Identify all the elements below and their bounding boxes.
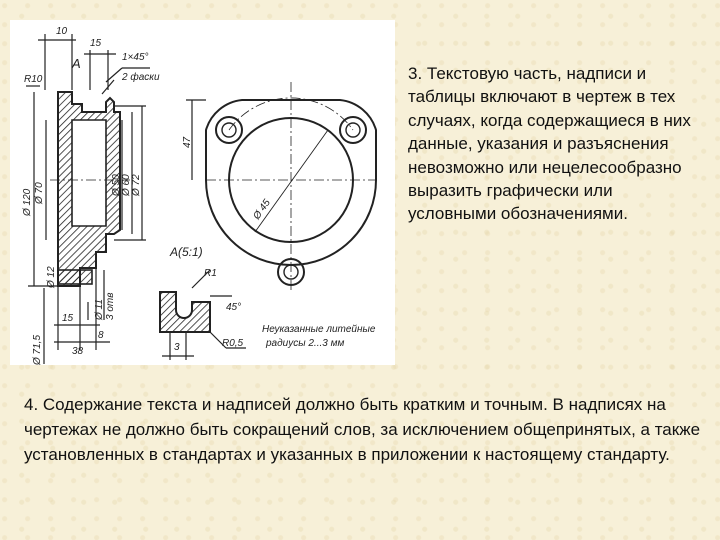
note-radius-line2: радиусы 2...3 мм: [265, 338, 344, 349]
text-point-4: 4. Содержание текста и надписей должно б…: [24, 395, 701, 464]
note-radius-line1: Неуказанные литейные: [262, 324, 376, 335]
label-view-a: A(5:1): [169, 245, 203, 259]
dim-d45: Ø 45: [251, 197, 273, 222]
dim-d120: Ø 120: [22, 188, 33, 217]
dim-d70: Ø 70: [34, 182, 45, 205]
dim-8: 8: [98, 330, 104, 341]
note-chamfers: 2 фаски: [121, 71, 160, 83]
dim-d11: Ø 11: [94, 299, 105, 321]
dim-47: 47: [182, 136, 193, 148]
dim-38: 38: [72, 346, 84, 357]
dim-d50: Ø 50: [111, 174, 122, 197]
dim-3: 3: [174, 342, 180, 353]
dim-angle-45: 45°: [226, 302, 241, 313]
text-point-3: 3. Текстовую часть, надписи и таблицы вк…: [408, 64, 691, 224]
detail-view-a: [159, 269, 246, 360]
dim-r1: R1: [204, 268, 217, 279]
technical-drawing: 10 15 1×45° 2 фаски A R10 Ø 120 Ø 70 Ø 5…: [10, 20, 395, 365]
dim-r10: R10: [24, 74, 43, 85]
label-a: A: [71, 56, 81, 71]
note-3-holes: 3 отв: [105, 293, 116, 320]
dim-15-bottom: 15: [62, 313, 74, 324]
dim-d71-5: Ø 71,5: [32, 335, 43, 365]
dim-d12: Ø 12: [46, 266, 57, 289]
section-view: [26, 34, 150, 364]
dim-chamfer: 1×45°: [122, 52, 149, 63]
dim-r05: R0,5: [222, 338, 244, 349]
dim-10: 10: [56, 26, 68, 37]
front-view: [186, 82, 377, 292]
dim-15-top: 15: [90, 38, 102, 49]
dim-d60: Ø 60: [121, 174, 132, 197]
dim-d72: Ø 72: [131, 174, 142, 197]
